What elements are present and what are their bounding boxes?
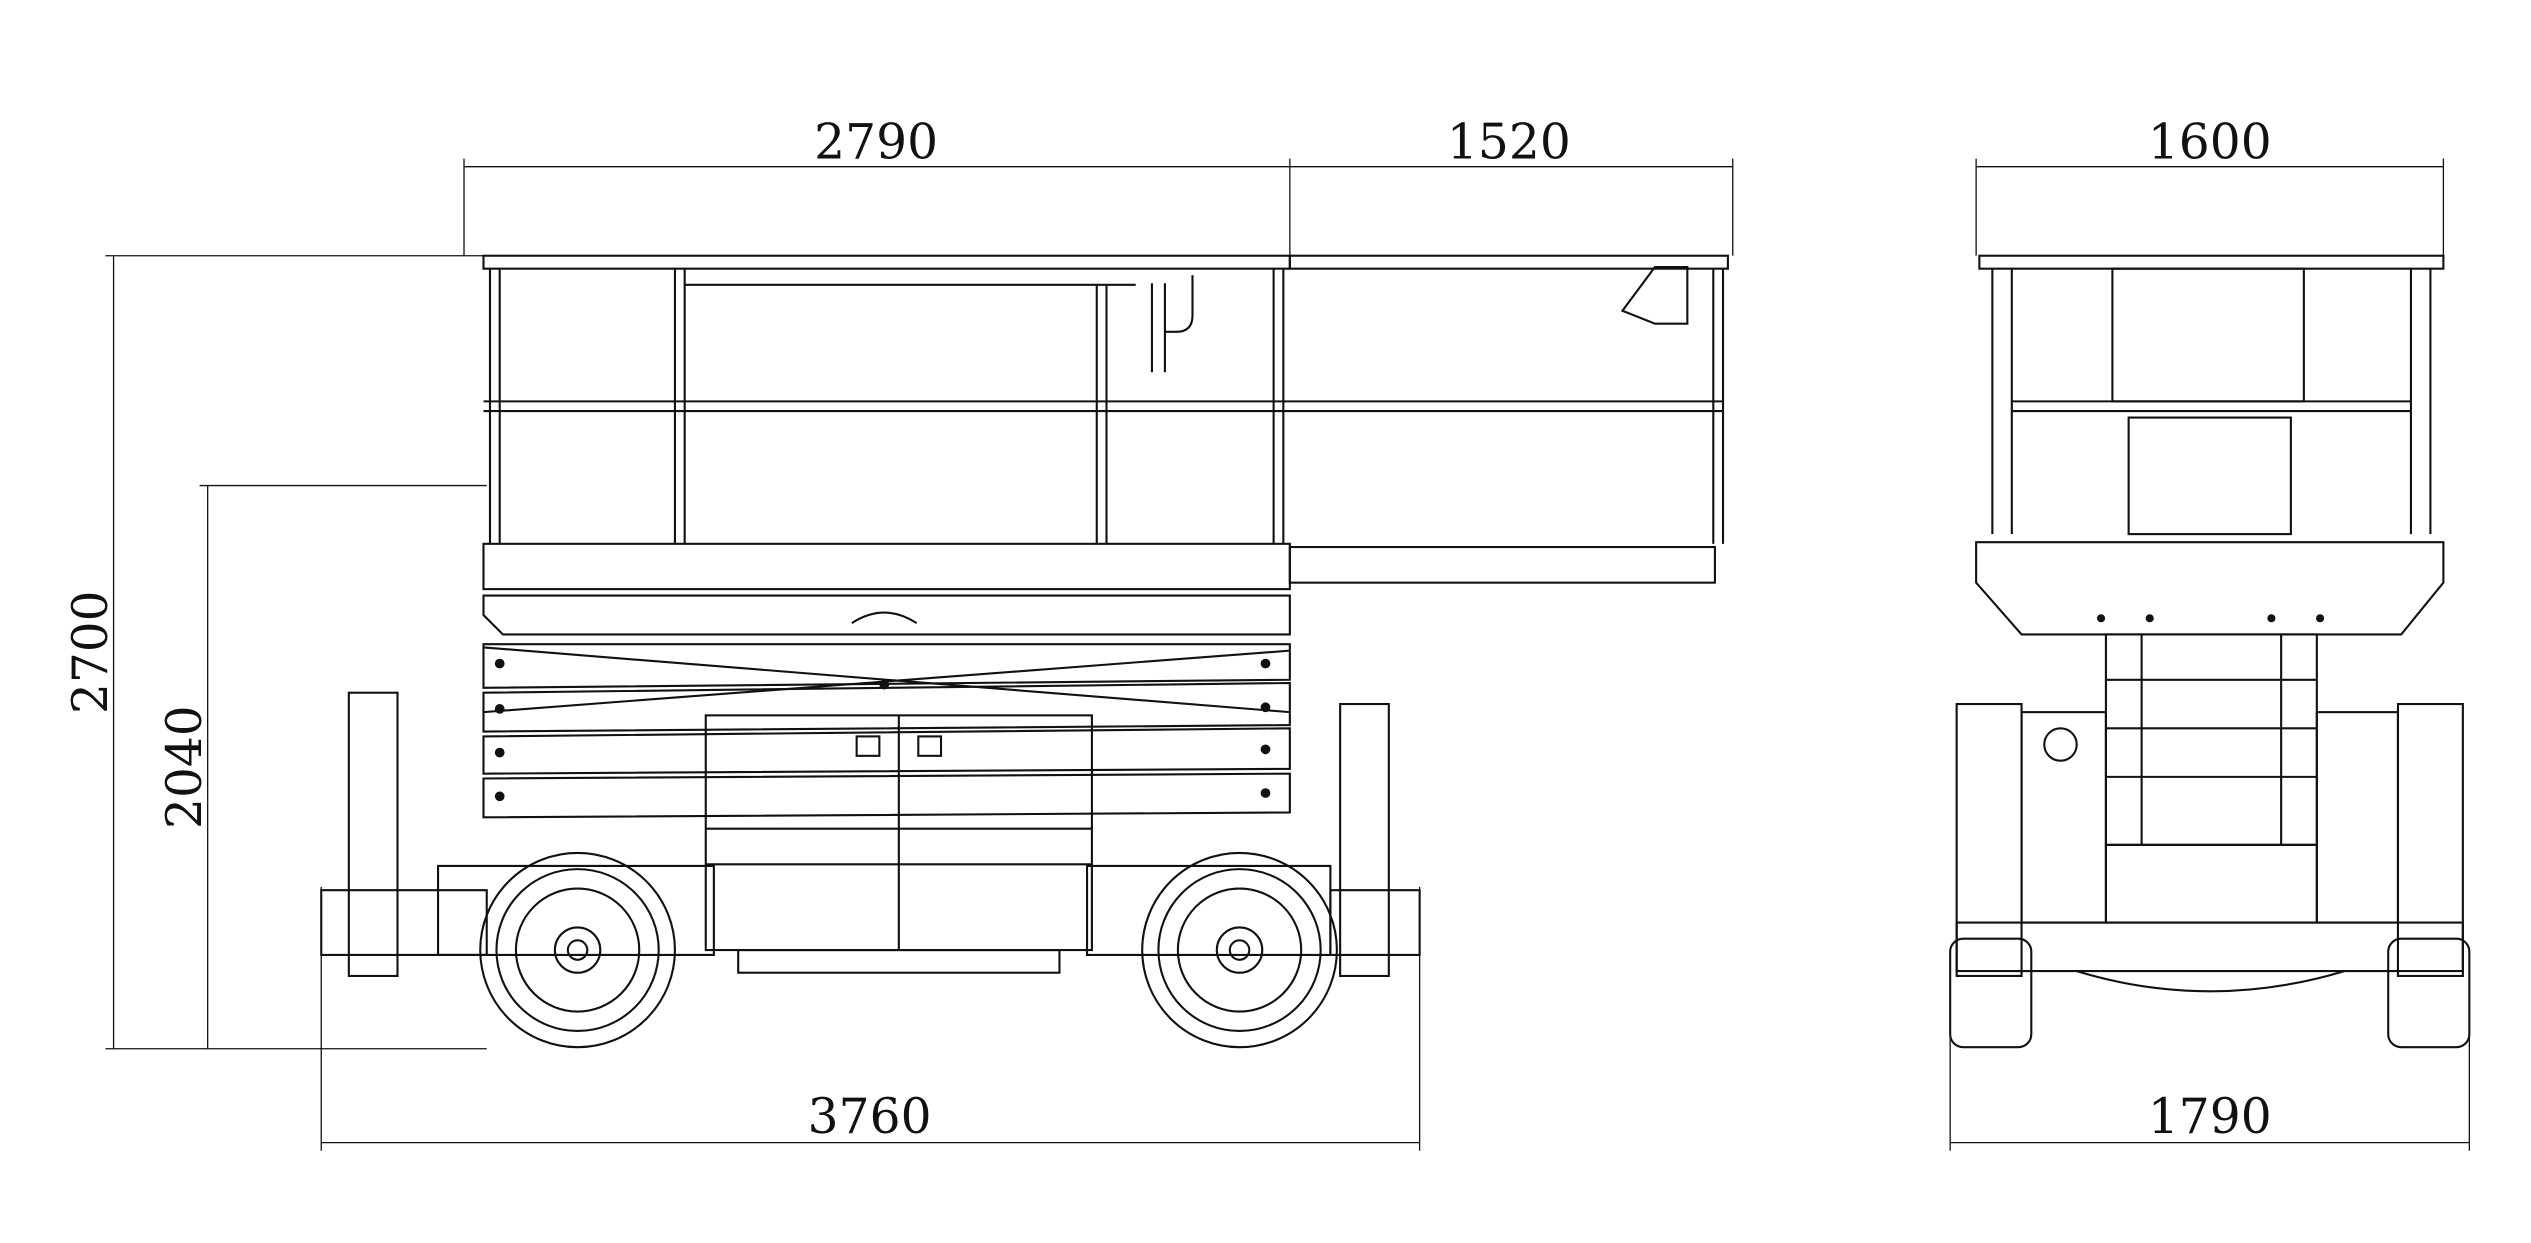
side-view [320,254,1729,1049]
dim-platform-length: 2790 [814,115,938,171]
chassis [320,691,1421,978]
front-right-wheel [2387,937,2471,1049]
battery-box [704,714,1093,974]
front-guardrail [1975,254,2445,636]
dim-front-platform-width: 1600 [2148,115,2272,171]
front-chassis [1955,702,2464,993]
front-view [1949,254,2471,1049]
rear-wheel [479,851,676,1049]
dim-overall-width: 1790 [2148,1089,2272,1145]
dim-extension-length: 1520 [1447,115,1571,171]
dim-stowed-height: 2040 [157,705,213,829]
platform-guardrail [482,254,1729,636]
dimension-lines [105,158,2470,1151]
dim-overall-length: 3760 [808,1089,932,1145]
scissor-arms [482,643,1291,819]
front-left-wheel [1949,937,2033,1049]
dim-overall-height: 2700 [63,590,119,714]
front-scissor-stack [2104,633,2318,846]
front-wheel [1141,851,1338,1049]
